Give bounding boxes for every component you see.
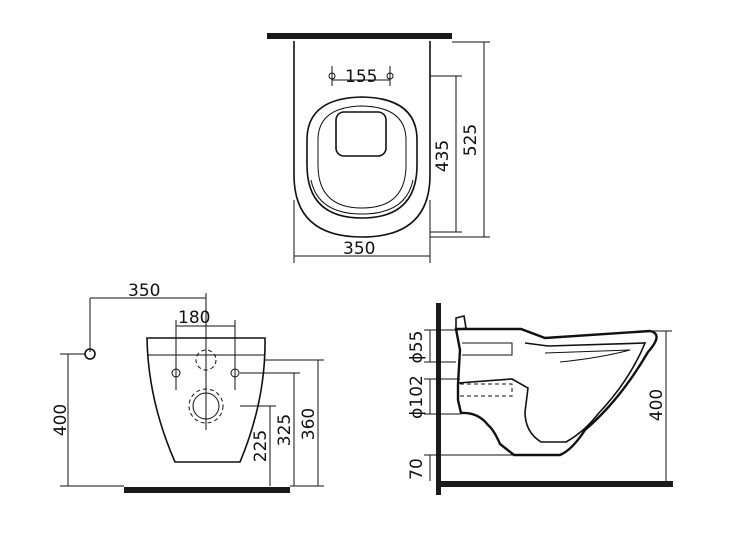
front-dim-360-label: 360 bbox=[299, 408, 319, 440]
side-bowl-outer bbox=[454, 327, 658, 457]
top-seat-outer bbox=[306, 96, 418, 219]
front-dim-offset-label: 350 bbox=[128, 281, 160, 301]
top-bowl-opening bbox=[335, 111, 387, 157]
side-dim-outlet-label: ϕ102 bbox=[407, 375, 427, 419]
front-bowl-outline bbox=[146, 337, 266, 463]
side-wall-bar bbox=[436, 303, 441, 495]
side-inlet-cap bbox=[455, 315, 467, 331]
top-seat-inner bbox=[317, 105, 407, 209]
front-dim-holes-label: 180 bbox=[178, 308, 210, 328]
top-view: 155 435 525 350 bbox=[267, 33, 490, 263]
front-dim-225-label: 225 bbox=[251, 430, 271, 462]
top-wall-bar bbox=[267, 33, 452, 39]
front-dim-325-label: 325 bbox=[275, 414, 295, 446]
top-dim-435-label: 435 bbox=[433, 140, 453, 172]
top-dim-holes-label: 155 bbox=[345, 67, 377, 87]
side-bowl-inner bbox=[457, 342, 647, 443]
side-dim-rim-label: 400 bbox=[647, 389, 667, 421]
top-dim-525-label: 525 bbox=[461, 124, 481, 156]
side-floor-bar bbox=[436, 481, 673, 487]
side-dim-inlet-label: ϕ55 bbox=[407, 331, 427, 364]
side-view: ϕ55 ϕ102 70 400 bbox=[407, 303, 673, 495]
top-dim-width-label: 350 bbox=[343, 239, 375, 259]
top-seat-lower-lip bbox=[310, 179, 414, 215]
front-view: 180 350 400 225 325 360 bbox=[51, 281, 324, 493]
side-dim-floor-label: 70 bbox=[407, 458, 427, 480]
front-dim-height-label: 400 bbox=[51, 404, 71, 436]
top-bowl-outline bbox=[293, 41, 431, 238]
front-floor-bar bbox=[124, 487, 290, 493]
